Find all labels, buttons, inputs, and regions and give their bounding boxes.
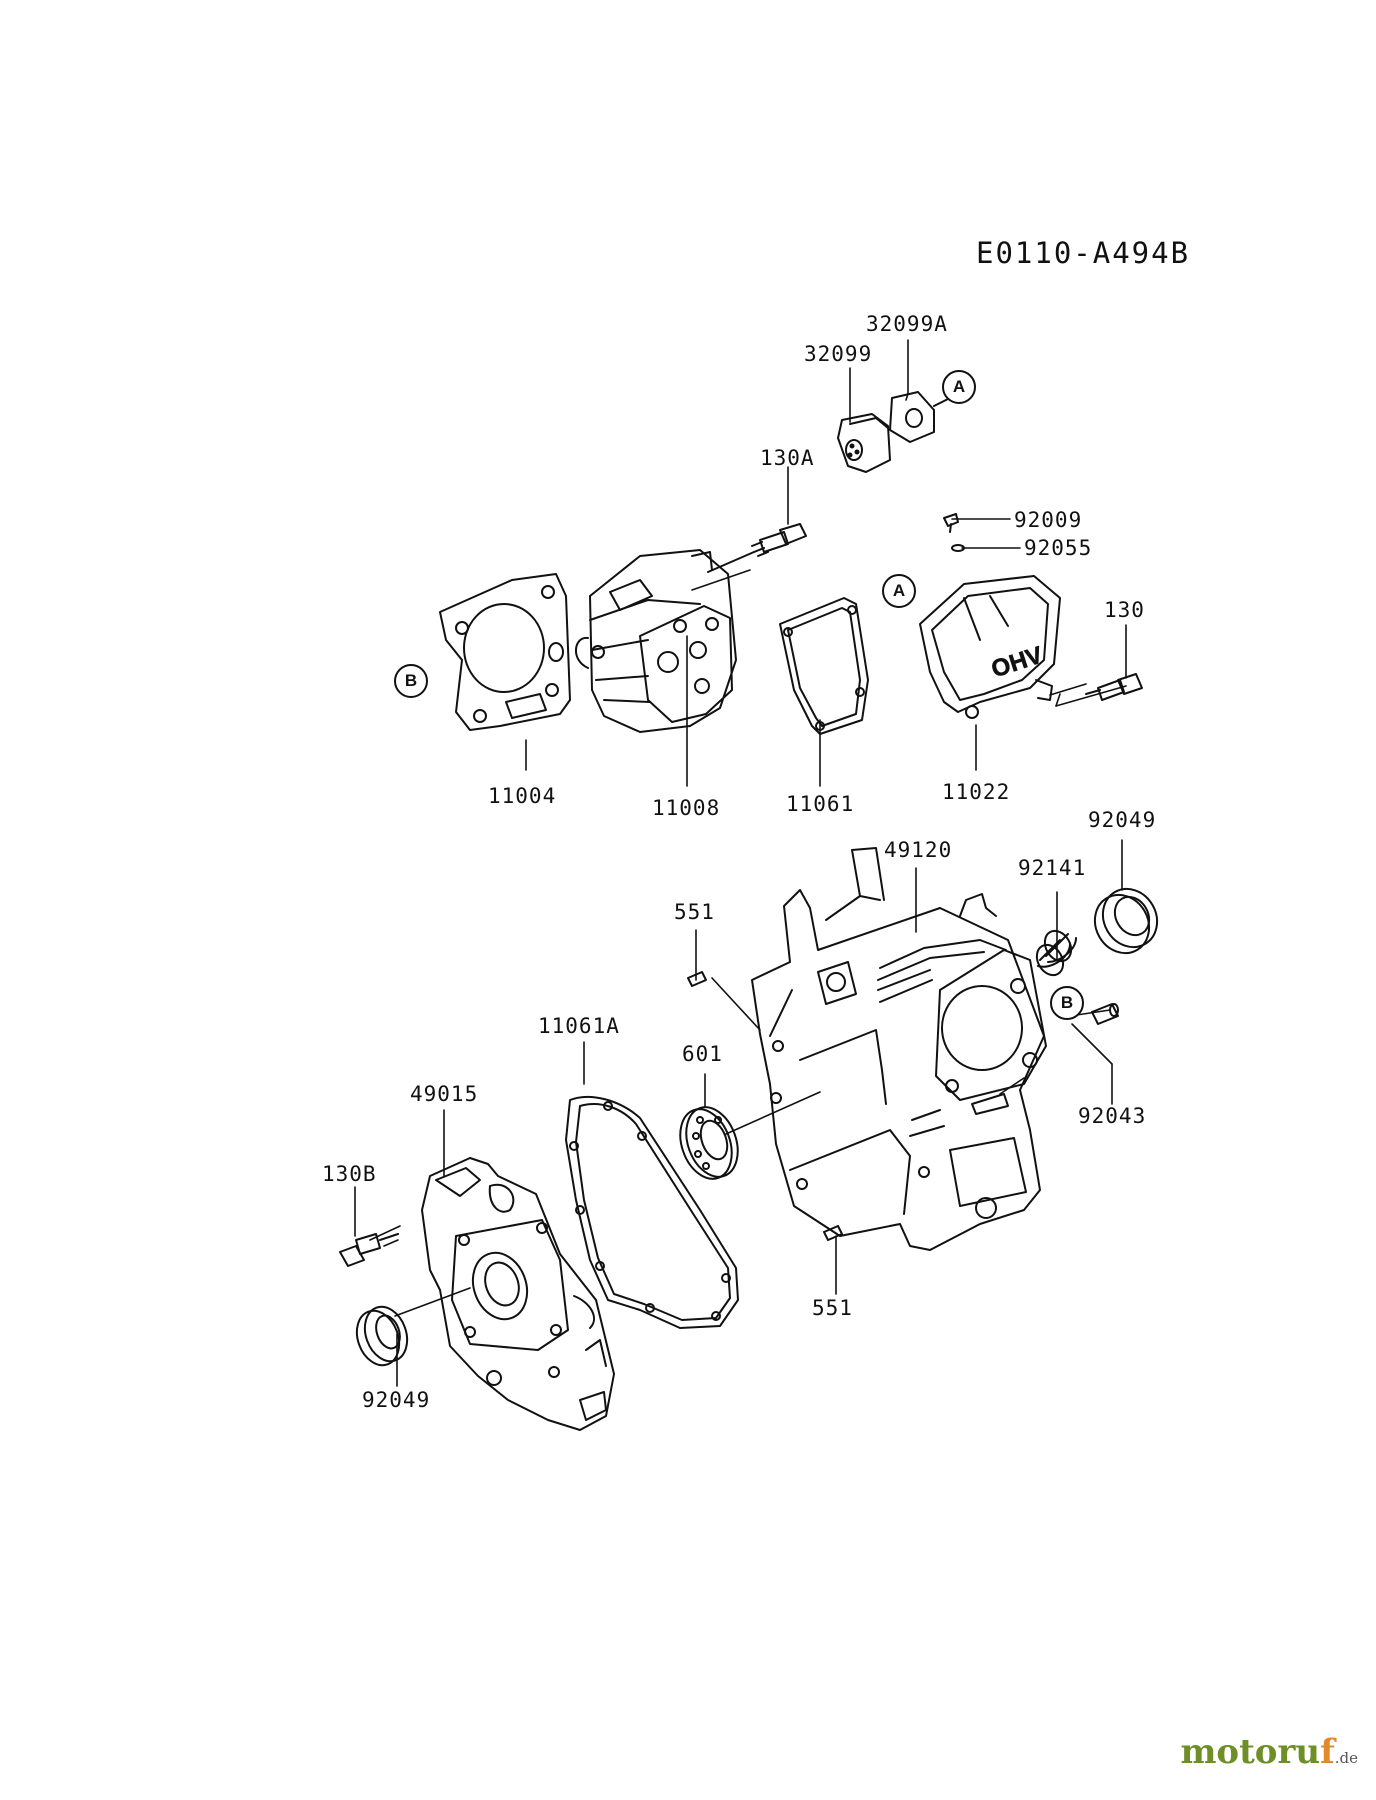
reference-marker-a-top: A <box>942 370 976 404</box>
label-11061: 11061 <box>786 792 855 816</box>
part-130A-bolt <box>707 523 807 573</box>
watermark-main: motoru <box>1180 1732 1321 1772</box>
cover-marking: OHV <box>988 642 1046 684</box>
watermark-accent: f <box>1320 1732 1335 1772</box>
diagram-code: E0110-A494B <box>976 236 1191 270</box>
part-92049-oil-seal-bottom <box>355 1305 409 1367</box>
label-32099A: 32099A <box>866 312 948 336</box>
reference-marker-b-cylinder: B <box>1050 986 1084 1020</box>
label-49015: 49015 <box>410 1082 479 1106</box>
label-92055: 92055 <box>1024 536 1093 560</box>
part-92141-collar <box>1035 929 1077 977</box>
reference-marker-b-gasket: B <box>394 664 428 698</box>
label-11004: 11004 <box>488 784 557 808</box>
part-601-ball-bearing <box>679 1106 739 1180</box>
label-130B: 130B <box>322 1162 377 1186</box>
label-92049-bottom: 92049 <box>362 1388 431 1412</box>
part-130-bolt <box>1085 673 1143 701</box>
part-49015-crankcase-cover <box>421 1157 615 1431</box>
label-551-top: 551 <box>674 900 715 924</box>
part-11004-head-gasket <box>439 573 571 731</box>
part-92009-screw <box>943 513 959 533</box>
label-49120: 49120 <box>884 838 953 862</box>
part-92055-washer <box>951 544 965 552</box>
label-11008: 11008 <box>652 796 721 820</box>
part-92043-dowel-pin <box>1091 1003 1119 1025</box>
part-130B-bolt <box>339 1233 399 1267</box>
label-92141: 92141 <box>1018 856 1087 880</box>
label-32099: 32099 <box>804 342 873 366</box>
part-32099-adapter <box>837 413 891 473</box>
watermark-logo: motoruf.de <box>1180 1732 1358 1772</box>
label-92049-top: 92049 <box>1088 808 1157 832</box>
part-551-pin-bottom <box>823 1225 843 1241</box>
leader-lines <box>354 339 1127 1387</box>
part-11022-rocker-cover: OHV <box>919 575 1061 719</box>
label-11061A: 11061A <box>538 1014 620 1038</box>
label-601: 601 <box>682 1042 723 1066</box>
part-11008-cylinder-head <box>575 549 737 733</box>
part-49120-crankcase <box>751 847 1047 1251</box>
part-92049-oil-seal-top <box>1093 887 1159 955</box>
label-130A: 130A <box>760 446 815 470</box>
label-92043: 92043 <box>1078 1104 1147 1128</box>
label-92009: 92009 <box>1014 508 1083 532</box>
label-11022: 11022 <box>942 780 1011 804</box>
reference-marker-a-cover: A <box>882 574 916 608</box>
label-551-bottom: 551 <box>812 1296 853 1320</box>
part-11061-cover-gasket <box>779 597 869 735</box>
part-551-pin-top <box>687 971 707 987</box>
watermark-suffix: .de <box>1334 1749 1358 1767</box>
part-11061A-crankcase-gasket <box>565 1095 739 1329</box>
label-130: 130 <box>1104 598 1145 622</box>
